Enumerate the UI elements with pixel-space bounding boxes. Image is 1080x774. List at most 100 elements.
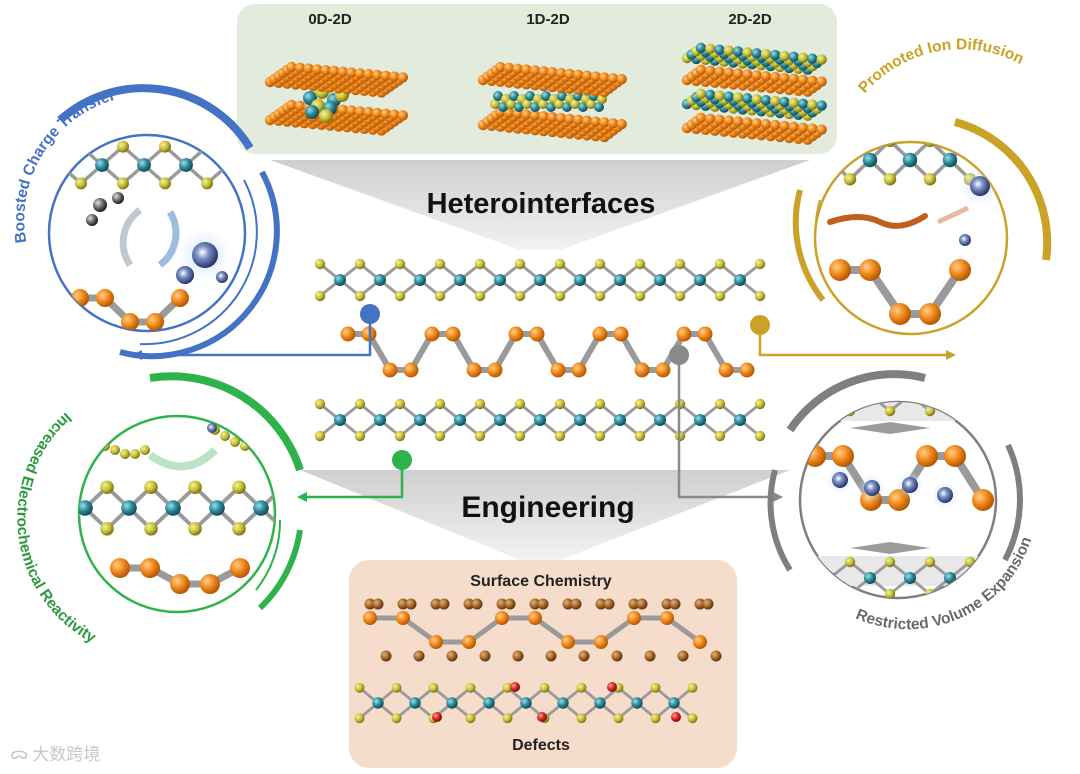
chalcogen-atom — [805, 374, 815, 384]
metal-atom — [209, 500, 225, 516]
metal-atom — [534, 414, 546, 426]
chalcogen-atom — [883, 172, 897, 186]
metal-atom — [902, 152, 918, 168]
benefit-electrochemical-reactivity: Increased Electrochemical Reactivity — [13, 372, 304, 647]
chalcogen-atom — [804, 556, 816, 568]
lattice-atom — [555, 112, 567, 124]
functional-group-atom — [512, 650, 524, 662]
metal-atom — [79, 500, 93, 516]
metal-atom — [374, 274, 386, 286]
orange-atom — [403, 362, 419, 378]
lattice-atom — [695, 88, 707, 100]
orange-atom — [889, 303, 911, 325]
chalcogen-atom — [391, 682, 402, 693]
engineering-title: Engineering — [461, 491, 634, 524]
lattice-atom — [590, 71, 601, 82]
functional-group-atom — [479, 650, 491, 662]
bond — [930, 379, 950, 395]
orange-atom — [230, 558, 250, 578]
connector-lines — [132, 304, 956, 502]
chalcogen-atom — [650, 713, 661, 724]
lattice-atom — [751, 70, 762, 81]
polysulfide-atom — [220, 431, 230, 441]
metal-atom — [734, 414, 746, 426]
lattice-atom — [714, 114, 725, 125]
metal-atom — [694, 274, 706, 286]
arc-right-blue — [119, 170, 280, 360]
lattice-atom — [788, 121, 799, 133]
metal-atom — [137, 158, 151, 172]
central-heterostructure — [314, 258, 766, 442]
chalcogen-atom — [394, 290, 406, 302]
lattice-atom — [742, 69, 753, 80]
orange-atom — [627, 611, 641, 625]
orange-atom — [445, 326, 461, 342]
orange-atom — [382, 362, 398, 378]
orange-atom — [859, 259, 881, 281]
orange-atom — [495, 611, 509, 625]
lattice-atom — [599, 117, 610, 128]
arc-outer-gray — [786, 370, 926, 433]
chalcogen-atom — [201, 177, 213, 190]
lattice-atom — [616, 73, 627, 85]
orange-atom — [396, 611, 410, 625]
surface-chemistry-label: Surface Chemistry — [470, 573, 611, 590]
orange-atom — [660, 611, 674, 625]
chalcogen-atom — [925, 374, 935, 384]
chalcogen-atom — [674, 258, 686, 270]
lattice-atom — [547, 67, 558, 78]
chalcogen-atom — [634, 430, 646, 442]
chalcogen-atom — [687, 682, 698, 693]
lattice-atom — [529, 110, 541, 121]
lattice-atom — [797, 122, 809, 133]
orange-atom — [592, 326, 608, 342]
metal-atom — [446, 697, 458, 709]
functional-group-atom — [710, 650, 722, 662]
lattice-atom — [723, 91, 734, 102]
bond — [870, 379, 890, 395]
chalcogen-atom — [394, 398, 406, 410]
chalcogen-atom — [964, 556, 976, 568]
functional-group-atom — [463, 598, 475, 610]
nanowire-atom — [570, 99, 580, 109]
lattice-atom — [286, 61, 297, 73]
chalcogen-atom — [474, 258, 486, 270]
lattice-atom — [714, 66, 725, 77]
chalcogen-atom — [434, 290, 446, 302]
chalcogen-atom — [465, 713, 476, 724]
lattice-atom — [788, 73, 799, 85]
chalcogen-atom — [434, 258, 446, 270]
lattice-atom — [714, 90, 725, 101]
lattice-atom — [723, 45, 734, 56]
chalcogen-atom — [276, 522, 290, 536]
chalcogen-atom — [502, 713, 513, 724]
chalcogen-atom — [844, 588, 856, 598]
metal-atom — [494, 414, 506, 426]
lattice-atom — [389, 71, 400, 82]
polysulfide-atom — [140, 445, 150, 455]
diffusion-arrow-icon — [936, 205, 970, 225]
nanowire-atom — [538, 99, 548, 109]
arc-left-gray — [767, 469, 793, 572]
lattice-atom — [607, 73, 619, 84]
chalcogen-atom — [434, 398, 446, 410]
arrow-gold-icon — [946, 350, 956, 360]
metal-atom — [904, 572, 916, 584]
lattice-atom — [363, 107, 374, 118]
nanowire-atom — [493, 91, 503, 101]
lattice-atom — [573, 114, 584, 126]
orange-atom — [340, 326, 356, 342]
chalcogen-atom — [554, 258, 566, 270]
functional-group-atom — [628, 598, 640, 610]
ion-sphere — [902, 477, 918, 493]
ion-sphere — [937, 487, 953, 503]
lattice-atom — [816, 76, 827, 87]
chalcogen-atom — [754, 290, 766, 302]
chalcogen-atom — [144, 480, 158, 494]
lattice-atom — [354, 68, 366, 79]
bond — [910, 379, 930, 395]
metal-atom — [734, 274, 746, 286]
chalcogen-atom — [314, 290, 326, 302]
lattice-atom — [695, 64, 707, 76]
chalcogen-atom — [844, 556, 856, 568]
